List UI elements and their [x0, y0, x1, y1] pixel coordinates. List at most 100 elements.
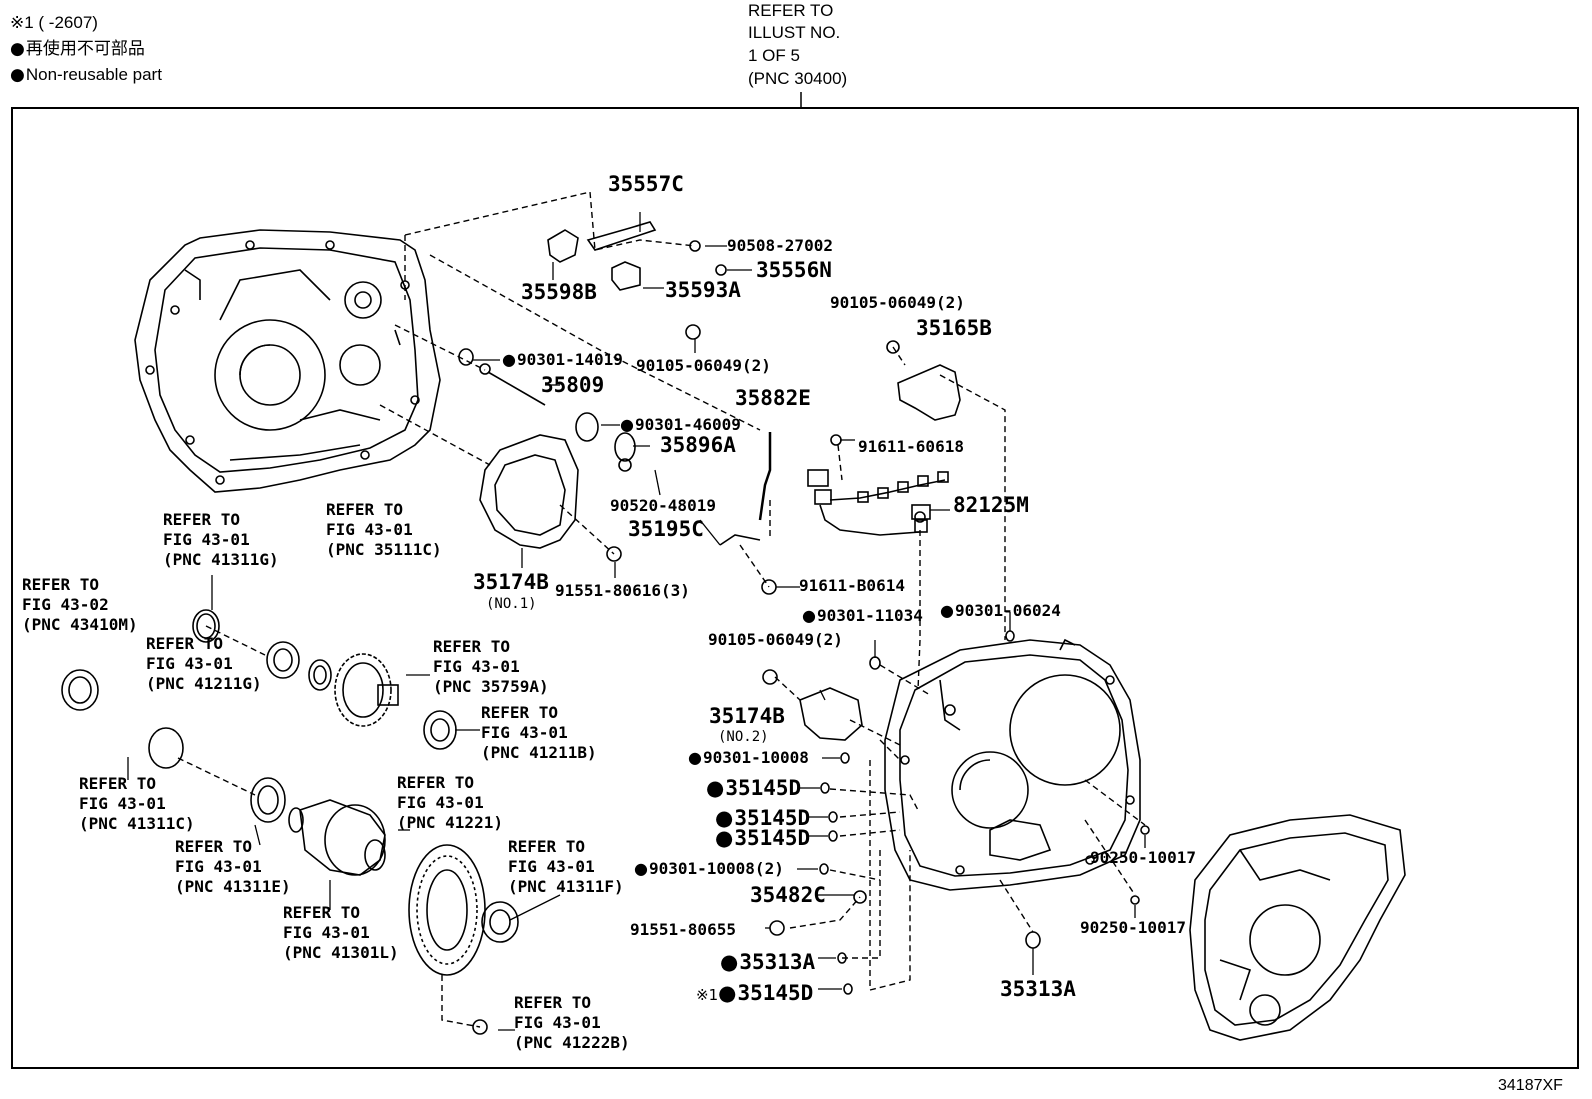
part-label: 35313A — [1000, 977, 1076, 1001]
refer-block: REFER TO FIG 43-01 (PNC 41311C) — [79, 774, 195, 834]
part-label: 35896A — [660, 433, 736, 457]
part-label: 90250-10017 — [1080, 918, 1186, 937]
refer-line: REFER TO — [514, 993, 592, 1012]
part-label: 90301-06024 — [940, 601, 1061, 621]
legend-note-line: ※1 ( -2607) — [10, 13, 98, 32]
part-label: 35145D — [715, 826, 810, 850]
part-label: 35557C — [608, 172, 684, 196]
refer-line: (PNC 41311E) — [175, 877, 291, 896]
wire-harness-drawing — [807, 469, 949, 536]
differential-drawing — [288, 799, 386, 876]
top-refer-line: (PNC 30400) — [748, 69, 848, 88]
part-label: 90105-06049(2) — [708, 630, 843, 649]
refer-block: REFER TO FIG 43-01 (PNC 41301L) — [283, 903, 399, 963]
refer-line: REFER TO — [22, 575, 100, 594]
part-label: 90301-10008 — [688, 748, 809, 768]
legend-nonreusable-en: Non-reusable part — [10, 64, 162, 86]
refer-line: FIG 43-01 — [514, 1013, 601, 1032]
part-label: 90301-11034 — [802, 606, 923, 626]
refer-line: REFER TO — [163, 510, 241, 529]
top-refer-line: 1 OF 5 — [748, 46, 800, 65]
part-label: 35809 — [541, 373, 605, 397]
refer-block: REFER TO FIG 43-01 (PNC 41311E) — [175, 837, 291, 897]
refer-block: REFER TO FIG 43-01 (PNC 41311F) — [508, 837, 624, 897]
part-label: 91551-80616(3) — [555, 581, 690, 600]
part-label: 35174B — [709, 704, 785, 728]
refer-line: (PNC 35759A) — [433, 677, 549, 696]
refer-line: FIG 43-01 — [163, 530, 250, 549]
refer-block: REFER TO FIG 43-01 (PNC 41211B) — [481, 703, 597, 763]
refer-line: (PNC 43410M) — [22, 615, 138, 634]
refer-line: FIG 43-01 — [175, 857, 262, 876]
part-label: 35482C — [750, 883, 826, 907]
refer-block: REFER TO FIG 43-01 (PNC 41311G) — [163, 510, 279, 570]
part-label: 35145D — [706, 776, 801, 800]
refer-line: (PNC 41221) — [397, 813, 503, 832]
part-label: 90105-06049(2) — [830, 293, 965, 312]
refer-block: REFER TO FIG 43-01 (PNC 35111C) — [326, 500, 442, 560]
transmission-case-drawing — [884, 638, 1141, 891]
refer-line: (PNC 41311F) — [508, 877, 624, 896]
refer-line: REFER TO — [508, 837, 586, 856]
refer-line: FIG 43-01 — [146, 654, 233, 673]
refer-block: REFER TO FIG 43-01 (PNC 41222B) — [514, 993, 630, 1053]
refer-line: FIG 43-01 — [79, 794, 166, 813]
refer-line: REFER TO — [79, 774, 157, 793]
refer-block: REFER TO FIG 43-01 (PNC 41221) — [397, 773, 503, 833]
part-label: 90301-14019 — [502, 350, 623, 370]
transaxle-case-drawing — [134, 229, 441, 493]
part-label: 35165B — [916, 316, 992, 340]
refer-line: FIG 43-01 — [508, 857, 595, 876]
refer-line: (PNC 41301L) — [283, 943, 399, 962]
part-label: (NO.2) — [718, 729, 769, 745]
part-label: 35174B — [473, 570, 549, 594]
refer-line: FIG 43-01 — [481, 723, 568, 742]
refer-line: FIG 43-01 — [433, 657, 520, 676]
refer-line: (PNC 35111C) — [326, 540, 442, 559]
part-label: 91551-80655 — [630, 920, 736, 939]
refer-line: REFER TO — [433, 637, 511, 656]
note-marker-row: ※135145D — [696, 981, 813, 1005]
part-label: 90301-10008(2) — [634, 859, 784, 879]
refer-line: REFER TO — [397, 773, 475, 792]
refer-line: REFER TO — [283, 903, 361, 922]
refer-line: (PNC 41222B) — [514, 1033, 630, 1052]
refer-line: (PNC 41211B) — [481, 743, 597, 762]
refer-line: FIG 43-01 — [397, 793, 484, 812]
diagram-frame — [11, 107, 1579, 1069]
refer-line: FIG 43-01 — [326, 520, 413, 539]
top-refer-line: REFER TO — [748, 1, 834, 20]
part-label: 91611-B0614 — [799, 576, 905, 595]
refer-line: (PNC 41211G) — [146, 674, 262, 693]
refer-line: REFER TO — [481, 703, 559, 722]
part-label: 35313A — [720, 950, 815, 974]
part-label: 35598B — [521, 280, 597, 304]
refer-block: REFER TO FIG 43-02 (PNC 43410M) — [22, 575, 138, 635]
part-label: 90105-06049(2) — [636, 356, 771, 375]
part-label: 90250-10017 — [1090, 848, 1196, 867]
bolt-parts — [472, 240, 1150, 1035]
side-cover-drawing — [1189, 814, 1406, 1041]
refer-block: REFER TO FIG 43-01 (PNC 41211G) — [146, 634, 262, 694]
part-label: 35882E — [735, 386, 811, 410]
part-label: 35556N — [756, 258, 832, 282]
part-label: 35593A — [665, 278, 741, 302]
refer-line: FIG 43-02 — [22, 595, 109, 614]
legend-nonreusable-ja: 再使用不可部品 — [10, 38, 145, 60]
top-refer-line: ILLUST NO. — [748, 23, 841, 42]
part-label: 90520-48019 — [610, 496, 716, 515]
part-label: 91611-60618 — [858, 437, 964, 456]
figure-code: 34187XF — [1498, 1077, 1563, 1094]
part-label: 35145D — [718, 981, 813, 1005]
refer-line: REFER TO — [326, 500, 404, 519]
part-label: 90301-46009 — [620, 415, 741, 435]
part-label: 35195C — [628, 517, 704, 541]
refer-line: (PNC 41311G) — [163, 550, 279, 569]
refer-line: REFER TO — [175, 837, 253, 856]
refer-line: (PNC 41311C) — [79, 814, 195, 833]
part-label: 90508-27002 — [727, 236, 833, 255]
note-marker: ※1 — [696, 986, 719, 1004]
part-label: 82125M — [953, 493, 1029, 517]
part-label: (NO.1) — [486, 596, 537, 612]
